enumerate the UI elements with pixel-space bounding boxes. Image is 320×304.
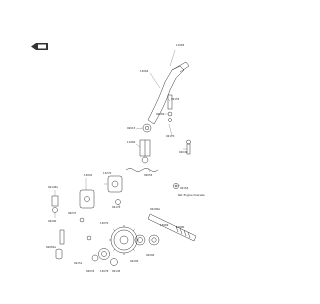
callout-label: 13091 — [84, 173, 93, 177]
callout-label: 92200 — [130, 259, 139, 263]
callout-label: 92170 — [166, 134, 175, 138]
callout-label: 11080 — [176, 225, 185, 229]
callout-label: 13078 — [100, 269, 109, 273]
ratchet-block — [107, 175, 123, 205]
return-spring — [125, 168, 179, 189]
callout-label: 92033 — [86, 269, 95, 273]
callout-label: 92153 — [171, 97, 180, 101]
kick-pedal-lever — [147, 61, 190, 125]
callout-label: 11065 — [176, 43, 185, 47]
exploded-view: 11065 13064 92153 92081 92170 92015 1106… — [31, 43, 205, 273]
callout-label: 13064 — [140, 69, 149, 73]
callout-label: 92200 — [48, 219, 57, 223]
parts-diagram: 11065 13064 92153 92081 92170 92015 1106… — [31, 43, 205, 273]
diagram-note: Ref. Engine Oversize — [178, 193, 205, 197]
stopper-parts — [51, 189, 95, 260]
pedal-boss — [139, 123, 152, 164]
callout-label: 92154 — [180, 186, 189, 190]
callout-label: 92200A — [150, 207, 160, 211]
callout-label: 92015 — [127, 126, 136, 130]
callout-label: 92037 — [68, 211, 77, 215]
kick-gear — [109, 225, 139, 255]
callout-label: 92200 — [146, 253, 155, 257]
callout-label: 11060 — [127, 140, 136, 144]
callout-label: 13070 — [100, 221, 109, 225]
callout-label: 92049 — [179, 150, 188, 154]
kick-shaft — [147, 213, 197, 242]
callout-label: 92170 — [112, 205, 121, 209]
callout-label: 92055 — [144, 173, 153, 177]
callout-label: 13069 — [160, 223, 169, 227]
washers — [91, 234, 160, 266]
callout-label: 92081A — [46, 245, 56, 249]
callout-label: 13270 — [103, 171, 112, 175]
callout-label: 92081 — [156, 112, 165, 116]
front-arrow-icon — [31, 43, 48, 50]
callout-labels: 11065 13064 92153 92081 92170 92015 1106… — [46, 43, 205, 273]
callout-label: 92145A — [48, 185, 58, 189]
leader-lines — [54, 49, 187, 218]
callout-label: 92151 — [74, 261, 83, 265]
callout-label: 92145 — [112, 269, 121, 273]
